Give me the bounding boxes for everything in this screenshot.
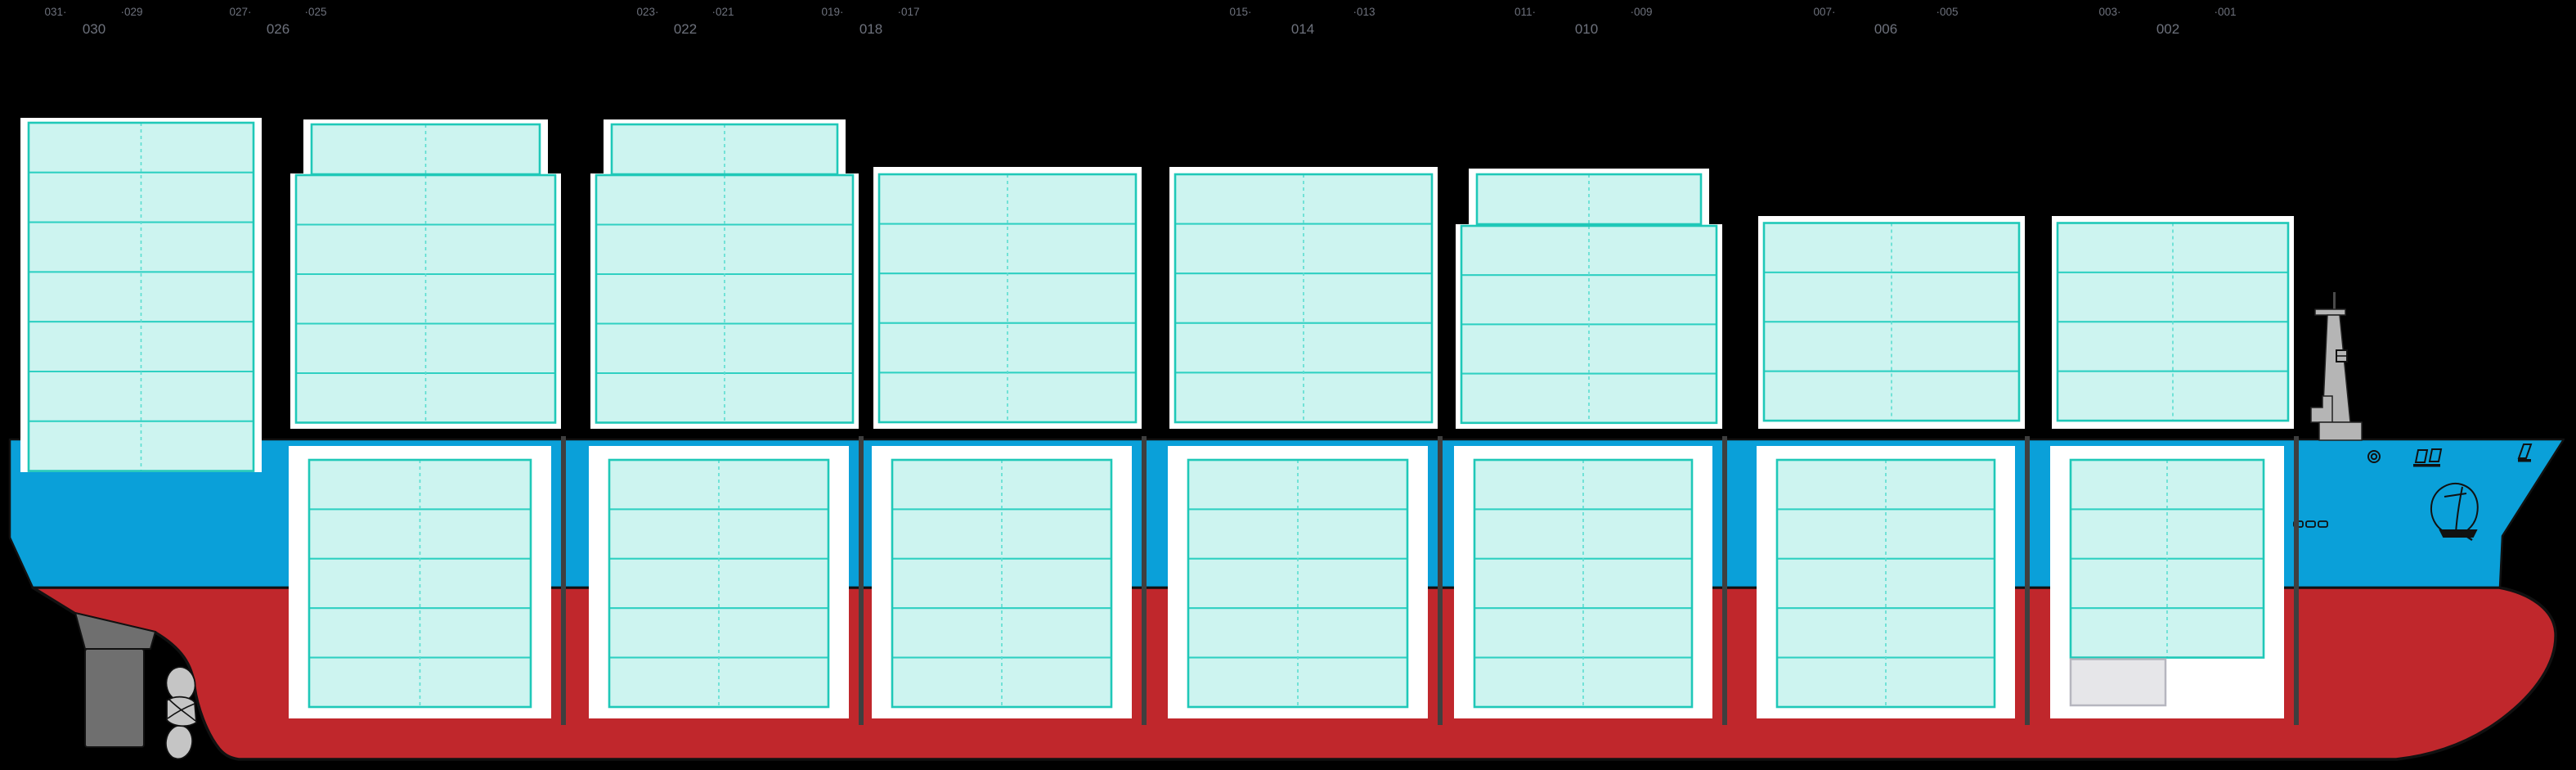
bay-number-label[interactable]: 018 xyxy=(859,21,882,37)
holds xyxy=(289,436,2299,725)
hold-block-border xyxy=(1473,458,1694,709)
deck-stack-010 xyxy=(1456,169,1722,429)
deck-stack-014 xyxy=(1169,167,1438,429)
bay-number-label[interactable]: 002 xyxy=(2156,21,2179,37)
hold-divider xyxy=(1438,436,1443,725)
bow-mark xyxy=(2517,444,2533,462)
hold-stack-022 xyxy=(589,436,864,725)
deck-stack-018 xyxy=(873,167,1142,429)
bay-tick-label: 007· xyxy=(1813,6,1835,18)
deck-block-border xyxy=(294,173,557,424)
deck-block-border xyxy=(877,173,1138,424)
bay-tick-label: 027· xyxy=(229,6,251,18)
hold-block-border xyxy=(891,458,1113,709)
bay-tick-label: ·009 xyxy=(1630,6,1652,18)
bay-number-label[interactable]: 026 xyxy=(267,21,289,37)
bay-number-label[interactable]: 006 xyxy=(1874,21,1897,37)
deck-block-border xyxy=(595,173,855,424)
deck-block-border xyxy=(1460,224,1718,425)
hold-divider xyxy=(1722,436,1727,725)
hold-divider xyxy=(2294,436,2299,725)
propeller xyxy=(165,666,197,760)
bay-tick-label: ·021 xyxy=(711,6,734,18)
bay-tick-label: ·025 xyxy=(304,6,326,18)
bay-tick-label: ·001 xyxy=(2214,6,2236,18)
deck-stack-026 xyxy=(290,119,561,429)
deck-stack-002 xyxy=(2052,216,2294,429)
bay-number-label[interactable]: 022 xyxy=(674,21,697,37)
hold-stack-006 xyxy=(1757,436,2030,725)
deck-block-border xyxy=(1762,222,2021,422)
deck-stack-030 xyxy=(20,118,262,472)
hold-block-border xyxy=(307,458,532,709)
bridge-window-marks xyxy=(2413,448,2443,467)
bay-number-label[interactable]: 030 xyxy=(83,21,105,37)
hold-stack-010 xyxy=(1454,436,1727,725)
bay-number-label[interactable]: 010 xyxy=(1575,21,1598,37)
anchor-icon xyxy=(2430,483,2479,542)
bay-tick-label: 023· xyxy=(636,6,658,18)
hold-divider xyxy=(2025,436,2030,725)
hold-divider xyxy=(1142,436,1147,725)
hold-stack-002 xyxy=(2050,436,2299,725)
bay-tick-label: 019· xyxy=(821,6,843,18)
bay-tick-label: ·013 xyxy=(1353,6,1375,18)
deck-block-border xyxy=(1475,173,1703,226)
hold-stack-018 xyxy=(872,436,1147,725)
hold-stack-026 xyxy=(289,436,566,725)
hold-slot[interactable] xyxy=(608,607,829,659)
bay-tick-label: 015· xyxy=(1229,6,1251,18)
deck-stack-006 xyxy=(1758,216,2025,429)
bay-tick-label: 003· xyxy=(2098,6,2120,18)
deck-block-border xyxy=(27,121,255,472)
deck-block-border xyxy=(2056,222,2290,422)
foremast xyxy=(2310,292,2363,441)
bay-tick-label: ·029 xyxy=(120,6,142,18)
porthole xyxy=(2367,450,2381,463)
hold-block-border xyxy=(1187,458,1409,709)
hold-block-border xyxy=(1775,458,1996,709)
deck-stack-022 xyxy=(590,119,859,429)
hold-slot-gray[interactable] xyxy=(2069,658,2167,707)
rudder xyxy=(74,611,157,748)
hold-block-border xyxy=(2069,458,2265,659)
bay-tick-label: ·005 xyxy=(1936,6,1958,18)
deck-block-border xyxy=(1174,173,1434,424)
hold-slot[interactable] xyxy=(308,607,532,659)
hold-block-border xyxy=(608,458,830,709)
hold-divider xyxy=(561,436,566,725)
hold-divider xyxy=(859,436,864,725)
bay-tick-label: 031· xyxy=(44,6,66,18)
bay-number-label[interactable]: 014 xyxy=(1291,21,1314,37)
bay-tick-label: ·017 xyxy=(897,6,919,18)
deck-stacks xyxy=(20,118,2294,472)
bay-tick-label: 011· xyxy=(1515,6,1536,18)
hold-stack-014 xyxy=(1168,436,1443,725)
bay-labels: 031· 030 ·029 027· 026 ·025 023· 022 ·021 019· 018… xyxy=(44,6,2236,37)
